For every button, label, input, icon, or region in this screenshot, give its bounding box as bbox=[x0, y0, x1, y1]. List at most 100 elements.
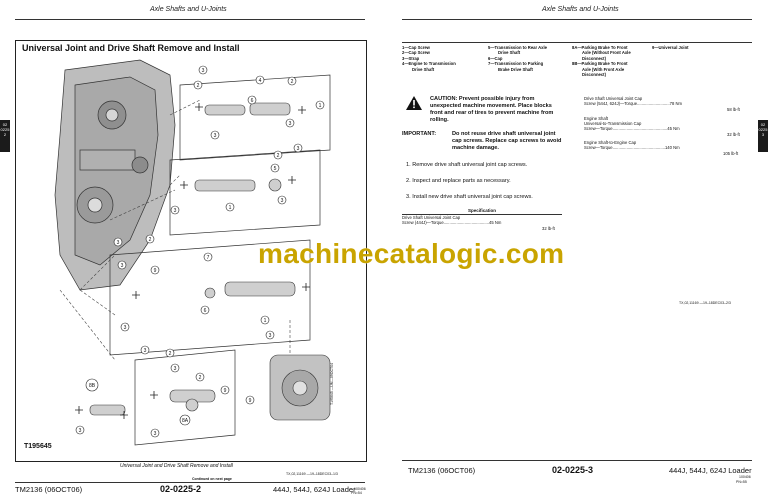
right-footer-right: 444J, 544J, 624J Loader bbox=[669, 466, 752, 475]
right-spec-6: Screw—Torque............................… bbox=[584, 126, 680, 131]
right-page: Axle Shafts and U-Joints 1—Cap Screw 2—C… bbox=[384, 0, 768, 497]
figure-id: T195645 bbox=[24, 443, 52, 450]
svg-text:2: 2 bbox=[291, 79, 294, 85]
right-header-rule bbox=[402, 19, 752, 20]
svg-text:9: 9 bbox=[154, 268, 157, 274]
left-page-header: Axle Shafts and U-Joints bbox=[150, 6, 227, 13]
legend-col-4: 9—Universal Joint bbox=[652, 45, 732, 50]
svg-text:6: 6 bbox=[204, 308, 207, 314]
svg-text:3: 3 bbox=[121, 263, 124, 269]
transmission-housing bbox=[54, 59, 176, 291]
universal-joints bbox=[75, 103, 310, 419]
legend-item: 5—Transmission to Rear Axle bbox=[488, 45, 547, 50]
svg-text:3: 3 bbox=[144, 348, 147, 354]
side-tab-right-line-2: 0225 bbox=[758, 127, 768, 132]
svg-text:3: 3 bbox=[297, 146, 300, 152]
left-footer-page: PN=54 bbox=[351, 491, 362, 495]
legend-item: 8B—Parking Brake To Front bbox=[572, 61, 628, 67]
spec-rule bbox=[402, 214, 562, 215]
right-spec-3: 58 lb-ft bbox=[727, 107, 740, 112]
svg-text:6: 6 bbox=[251, 98, 254, 104]
left-header-rule bbox=[15, 19, 365, 20]
watermark: machinecatalogic.com bbox=[258, 238, 565, 269]
right-tracking: TX,02,11169 —19–18DEC03–2/3 bbox=[679, 301, 731, 305]
exploded-drawing: 3 2 4 2 6 1 3 3 2 3 5 3 1 3 3 2 7 3 9 6 … bbox=[54, 59, 331, 446]
right-spec-10: 105 lb-ft bbox=[723, 151, 739, 156]
right-spec-5: Universal-to-Transmission Cap bbox=[584, 121, 642, 126]
legend-item: 8A—Parking Brake To Front bbox=[572, 45, 628, 50]
important-label: IMPORTANT: bbox=[402, 131, 437, 137]
svg-text:9: 9 bbox=[224, 388, 227, 394]
legend-item: Drive Shaft bbox=[498, 50, 521, 56]
svg-text:3: 3 bbox=[174, 208, 177, 214]
caution-text: CAUTION: Prevent possible injury from un… bbox=[430, 96, 554, 123]
figure-side-code: T195645 —UN—09OCT04 bbox=[330, 362, 334, 405]
callouts: 3 2 4 2 6 1 3 3 2 3 5 3 1 3 3 2 7 3 9 6 … bbox=[75, 65, 325, 438]
right-footer-left: TM2136 (06OCT06) bbox=[408, 466, 476, 475]
drive-shafts bbox=[89, 102, 296, 416]
legend-col-3: 8A—Parking Brake To Front Axle (Without … bbox=[572, 45, 652, 77]
left-footer-rule bbox=[15, 482, 365, 483]
side-tab-left: 02 0225 2 bbox=[0, 120, 10, 152]
svg-text:3: 3 bbox=[79, 428, 82, 434]
svg-text:1: 1 bbox=[229, 205, 232, 211]
legend-item: 1—Cap Screw bbox=[402, 45, 430, 50]
right-footer-rule bbox=[402, 460, 752, 461]
svg-text:8A: 8A bbox=[182, 418, 189, 424]
side-tab-left-line-1: 02 bbox=[2, 122, 8, 127]
right-footer-center: 02-0225-3 bbox=[552, 465, 594, 475]
legend-item: 4—Engine to Transmission bbox=[402, 61, 456, 67]
svg-text:3: 3 bbox=[214, 133, 217, 139]
svg-text:3: 3 bbox=[117, 240, 120, 246]
svg-text:3: 3 bbox=[154, 431, 157, 437]
legend-item: Brake Drive Shaft bbox=[498, 66, 533, 72]
legend-item: 9—Universal Joint bbox=[652, 45, 689, 50]
svg-text:3: 3 bbox=[174, 366, 177, 372]
important-text: Do not reuse drive shaft universal joint… bbox=[452, 131, 562, 151]
legend-item: Disconnect) bbox=[582, 72, 606, 78]
step-1: 1. Remove drive shaft universal joint ca… bbox=[406, 162, 528, 168]
svg-text:2: 2 bbox=[277, 153, 280, 159]
left-footer-center: 02-0225-2 bbox=[160, 484, 202, 494]
spec-title: Specification bbox=[468, 208, 497, 213]
svg-text:5: 5 bbox=[274, 166, 277, 172]
caution-icon bbox=[406, 96, 422, 110]
figure-tracking: TX,02,11169 —19–18DEC03–1/3 bbox=[286, 472, 338, 476]
side-tab-right-line-1: 02 bbox=[760, 122, 766, 127]
figure-caption: Universal Joint and Drive Shaft Remove a… bbox=[120, 463, 233, 469]
svg-text:3: 3 bbox=[202, 68, 205, 74]
right-spec-2: Screw (544J, 624J)—Torque...............… bbox=[584, 101, 682, 106]
side-tab-right-line-3: 3 bbox=[761, 132, 765, 137]
legend-col-2: 5—Transmission to Rear Axle Drive Shaft … bbox=[488, 45, 572, 72]
right-spec-4: Engine Shaft bbox=[584, 116, 608, 121]
step-3: 3. Install new drive shaft universal joi… bbox=[406, 194, 533, 200]
left-footer-left: TM2136 (06OCT06) bbox=[15, 485, 83, 494]
left-footer-right: 444J, 544J, 624J Loader bbox=[273, 485, 356, 494]
side-tab-left-line-2: 0225 bbox=[0, 127, 10, 132]
legend-item: Drive Shaft bbox=[412, 66, 435, 72]
legend-top-rule bbox=[402, 42, 752, 43]
side-tab-right: 02 0225 3 bbox=[758, 120, 768, 152]
legend-item: 7—Transmission to Parking bbox=[488, 61, 544, 67]
spec-line-3: 32 lb-ft bbox=[542, 226, 555, 231]
exploded-panels bbox=[109, 74, 331, 446]
svg-text:2: 2 bbox=[199, 375, 202, 381]
svg-text:8B: 8B bbox=[89, 383, 96, 389]
svg-text:1: 1 bbox=[319, 103, 322, 109]
svg-text:2: 2 bbox=[149, 237, 152, 243]
continued-note: Continued on next page bbox=[192, 477, 232, 481]
parking-brake-housing bbox=[269, 354, 331, 421]
left-footer-right-small: 100406 bbox=[354, 487, 366, 491]
spec-line-2: Screw (444J)—Torque.....................… bbox=[402, 220, 502, 225]
right-footer-right-small: 100406 bbox=[739, 475, 751, 479]
svg-text:3: 3 bbox=[269, 333, 272, 339]
svg-text:2: 2 bbox=[169, 351, 172, 357]
svg-text:9: 9 bbox=[249, 398, 252, 404]
legend-item: Axle (Without Front Axle bbox=[582, 50, 631, 56]
side-tab-left-line-3: 2 bbox=[3, 132, 7, 137]
spec-line-1: Drive Shaft Universal Joint Cap bbox=[402, 215, 461, 220]
legend-item: 3—Strap bbox=[402, 55, 420, 61]
svg-text:3: 3 bbox=[124, 325, 127, 331]
svg-text:3: 3 bbox=[289, 121, 292, 127]
right-spec-7: 32 lb-ft bbox=[727, 132, 740, 137]
